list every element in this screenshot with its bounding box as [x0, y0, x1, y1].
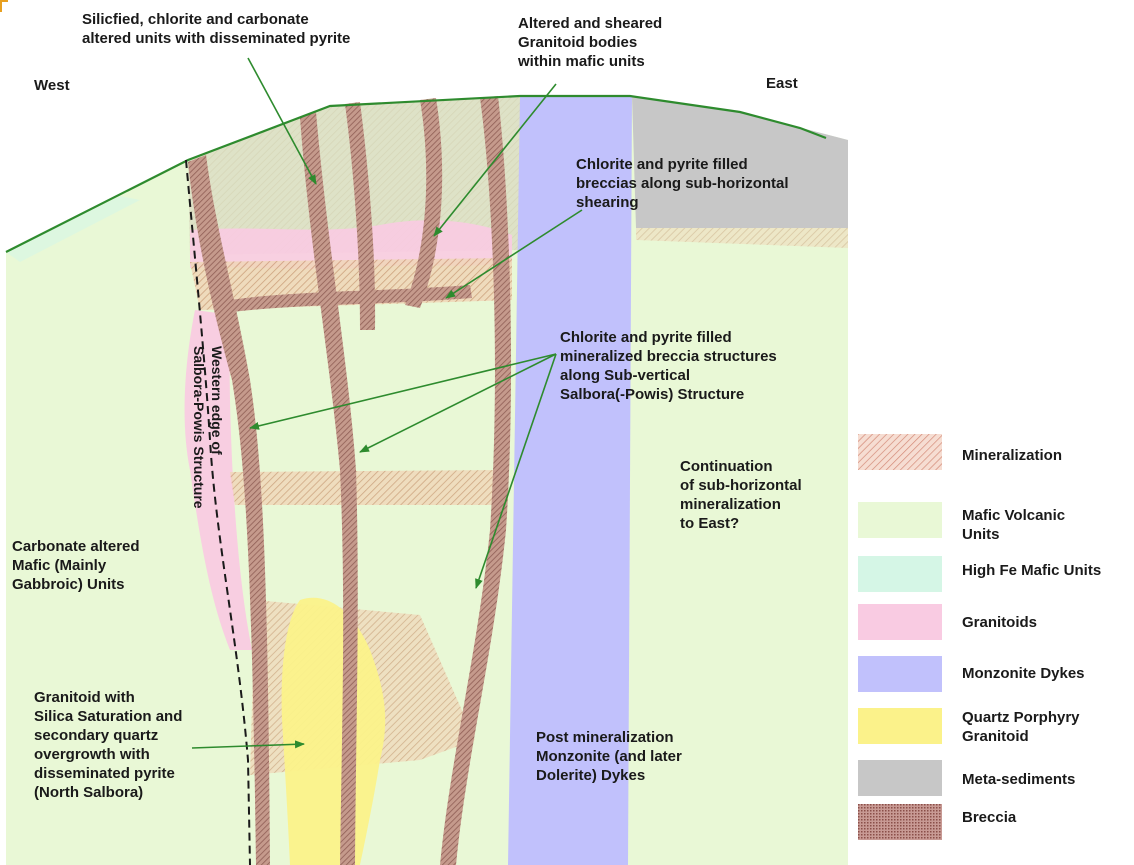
legend-label-high-fe: High Fe Mafic Units: [962, 561, 1101, 580]
legend-swatch-mineralization: [858, 434, 942, 470]
silicified-label: Silicfied, chlorite and carbonate altere…: [82, 10, 350, 48]
legend-swatch-granitoids: [858, 604, 942, 640]
legend-label-mineralization: Mineralization: [962, 446, 1062, 465]
legend-label-monzonite: Monzonite Dykes: [962, 664, 1085, 683]
legend-swatch-high-fe: [858, 556, 942, 592]
east-label: East: [766, 74, 798, 93]
breccias-subhorizontal-label: Chlorite and pyrite filled breccias alon…: [576, 155, 789, 212]
carbonate-altered-label: Carbonate altered Mafic (Mainly Gabbroic…: [12, 537, 140, 594]
legend-label-quartz: Quartz Porphyry Granitoid: [962, 708, 1080, 746]
legend-label-mafic: Mafic Volcanic Units: [962, 506, 1065, 544]
legend-swatch-mafic: [858, 502, 942, 538]
mineralized-breccia-label: Chlorite and pyrite filled mineralized b…: [560, 328, 777, 404]
continuation-label: Continuation of sub-horizontal mineraliz…: [680, 457, 802, 533]
west-label: West: [34, 76, 70, 95]
altered-sheared-label: Altered and sheared Granitoid bodies wit…: [518, 14, 662, 71]
legend-swatch-breccia: [858, 804, 942, 840]
post-mineralization-label: Post mineralization Monzonite (and later…: [536, 728, 682, 785]
western-edge-label: Western edge of Salbora-Powis Structure: [190, 346, 226, 566]
legend-label-breccia: Breccia: [962, 808, 1016, 827]
legend-swatch-quartz: [858, 708, 942, 744]
mid-mineral-band: [230, 470, 505, 505]
legend-label-metased: Meta-sediments: [962, 770, 1075, 789]
legend-label-granitoids: Granitoids: [962, 613, 1037, 632]
legend-swatch-metased: [858, 760, 942, 796]
granitoid-silica-label: Granitoid with Silica Saturation and sec…: [34, 688, 182, 802]
legend-swatch-monzonite: [858, 656, 942, 692]
